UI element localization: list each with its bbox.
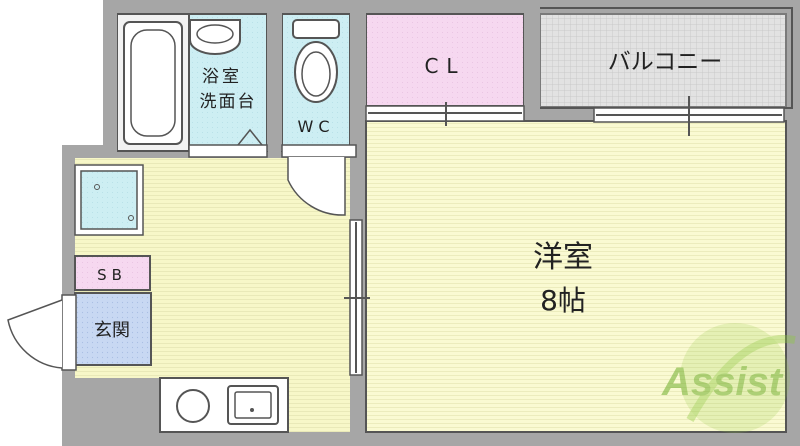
shoe-box-area (74, 255, 151, 291)
assist-logo-text: Assist (661, 360, 784, 404)
wash-basin (189, 19, 241, 55)
kitchen-counter (159, 377, 289, 433)
toilet-door-swing (287, 157, 346, 216)
washing-machine-space (74, 164, 144, 236)
shoe-box-label: SB (97, 266, 127, 284)
closet-area (365, 13, 525, 107)
sliding-door (344, 219, 370, 376)
western-room-label: 洋室 (533, 240, 593, 275)
closet-door (365, 102, 525, 126)
bathtub (123, 21, 183, 145)
western-room-size-label: 8帖 (540, 284, 586, 317)
balcony-window (593, 96, 785, 136)
toilet-fixture (292, 19, 340, 103)
wet-area-doors (188, 128, 357, 158)
closet-label: CL (424, 54, 465, 78)
washroom-label: 洗面台 (200, 92, 257, 112)
western-room-floor (365, 120, 787, 433)
balcony-label: バルコニー (608, 49, 723, 75)
balcony-area (526, 7, 793, 109)
entrance-label: 玄関 (94, 320, 130, 341)
entrance-door (7, 294, 77, 371)
bath-label: 浴室 (202, 67, 242, 87)
toilet-label: WC (298, 117, 335, 136)
assist-logo: Assist (661, 323, 796, 433)
